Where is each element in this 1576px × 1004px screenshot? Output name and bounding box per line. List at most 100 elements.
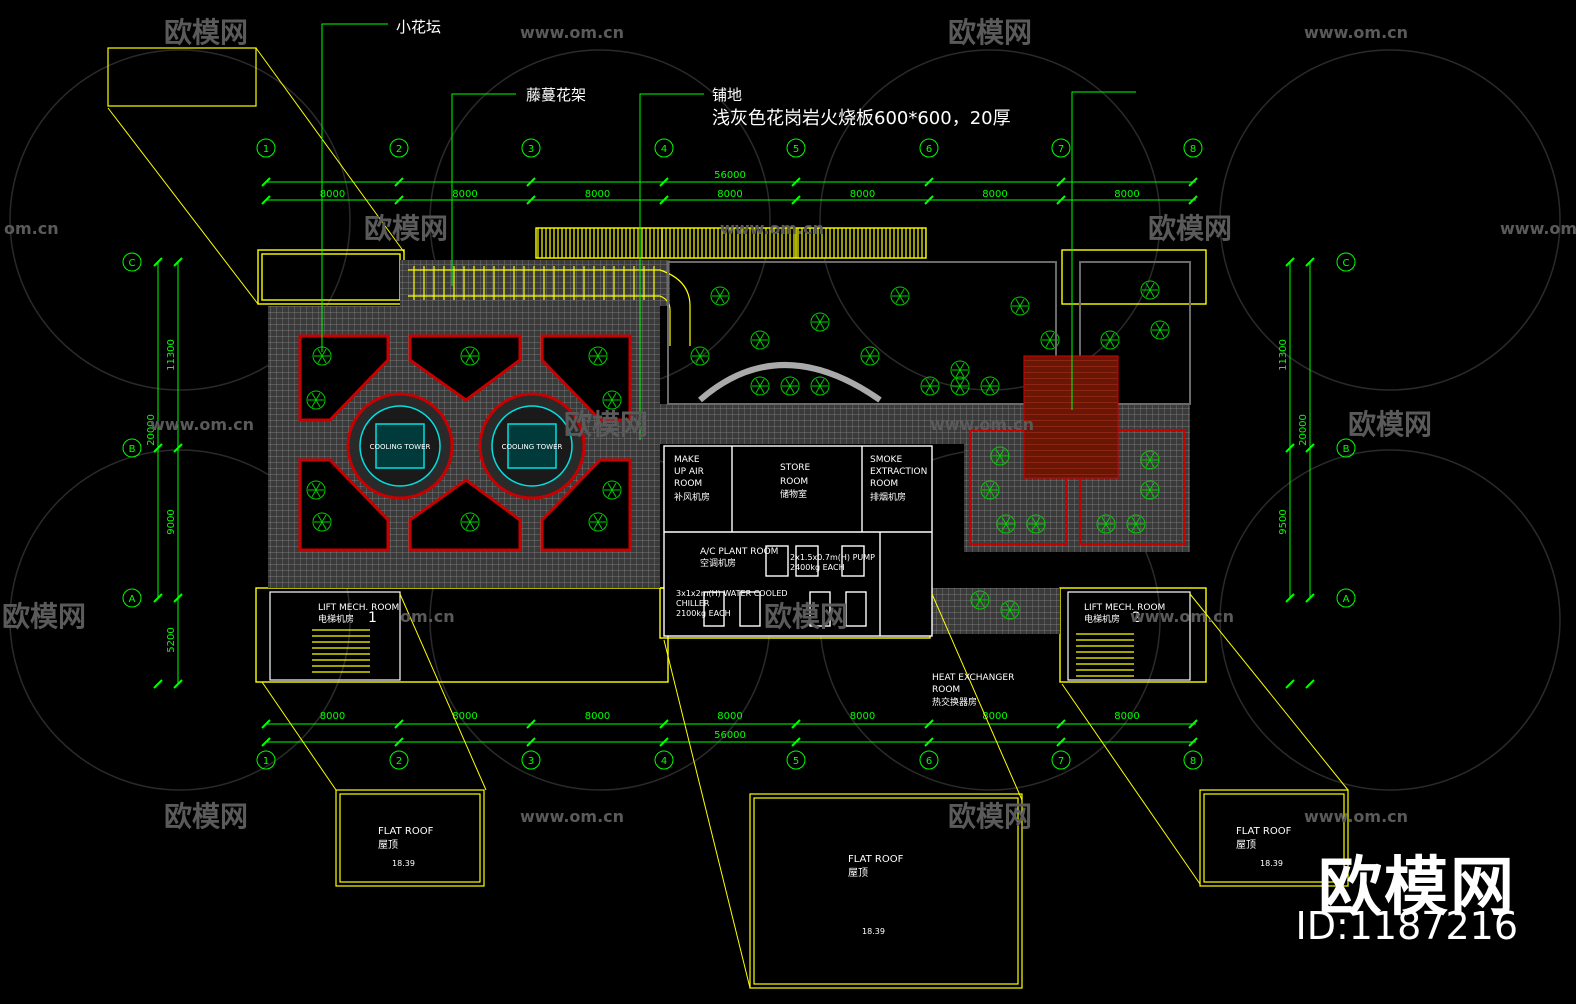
dimension-text: 8000 [982,711,1007,722]
grid-label: A [1343,594,1350,605]
grid-label: 6 [926,756,932,767]
dimension-text: 8000 [585,711,610,722]
grid-bubble-A: A [1336,588,1356,608]
roof-left-en: FLAT ROOF [378,826,434,837]
room-smoke-cn: 排烟机房 [870,491,906,503]
dimension-text: 8000 [717,711,742,722]
roof-right-cn: 屋顶 [1236,839,1256,851]
grid-label: 4 [661,756,667,767]
grid-bubble-B: B [122,438,142,458]
wm-url-6: www.om.cn [150,415,254,434]
wm-url-7: www.om.cn [930,415,1034,434]
lift-room-1: LIFT MECH. ROOM [318,603,399,613]
plant-symbol [312,512,332,532]
grid-label: 2 [396,144,402,155]
grid-label: 3 [528,144,534,155]
grid-bubble-8: 8 [1183,750,1203,770]
roof-mid-en: FLAT ROOF [848,854,904,865]
watermark-circles [9,49,1561,791]
plant-symbol [996,514,1016,534]
lift-room-2-num: 2 [1132,610,1141,626]
wm-brand-2: 欧模网 [948,16,1032,49]
wm-brand-1: 欧模网 [164,16,248,49]
wm-url-10: www.om.cn [520,807,624,826]
plant-symbol [306,480,326,500]
wm-url-11: www.om.cn [1304,807,1408,826]
dimension-text: 8000 [850,189,875,200]
room-ac-plant: A/C PLANT ROOM [700,547,778,557]
room-smoke-1: SMOKE [870,455,902,465]
plant-symbol [970,590,990,610]
dimension-text: 56000 [714,170,746,181]
grid-label: 1 [263,756,269,767]
plant-symbol [1140,480,1160,500]
paved-strip-bottom [930,588,1060,634]
plant-symbol [780,376,800,396]
dimension-text: 8000 [850,711,875,722]
dimension-lines [157,181,1311,743]
wm-brand-3: 欧模网 [364,212,448,245]
wm-url-5: www.om.cn [1500,219,1576,238]
roof-mid-level: 18.39 [862,927,885,936]
grid-label: 4 [661,144,667,155]
projection-lines [107,47,1349,989]
plant-symbol [1126,514,1146,534]
plant-symbol [920,376,940,396]
plant-symbol [810,312,830,332]
plant-symbol [460,512,480,532]
callout-flowerbed: 小花坛 [396,18,441,36]
dimension-text: 8000 [585,189,610,200]
room-labels: MAKE UP AIR ROOM 补风机房 STORE ROOM 储物室 SMO… [318,443,1165,708]
plant-rooms [663,445,933,637]
grid-bubble-6: 6 [919,750,939,770]
grid-bubble-3: 3 [521,750,541,770]
grid-label: C [129,258,136,269]
lift-room-2: LIFT MECH. ROOM [1084,603,1165,613]
dimension-text: 20000 [1298,414,1309,446]
grid-label: B [1343,444,1350,455]
room-make-up-air-3: ROOM [674,479,702,489]
dimension-text: 8000 [452,711,477,722]
grid-label: 7 [1058,756,1064,767]
wm-url-8: om.cn [400,607,455,626]
wm-brand-8: 欧模网 [764,600,848,633]
plant-symbol [1140,280,1160,300]
room-store-2: ROOM [780,477,808,487]
heat-exchanger-cn: 热交换器房 [932,696,977,708]
plant-symbol [890,286,910,306]
paved-strip-top [400,260,670,306]
grid-label: 2 [396,756,402,767]
grid-bubble-4: 4 [654,138,674,158]
dimension-text: 56000 [714,730,746,741]
roof-mid-cn: 屋顶 [848,867,868,879]
plant-symbol [980,376,1000,396]
grid-bubble-3: 3 [521,138,541,158]
wm-url-2: www.om.cn [1304,23,1408,42]
grid-bubble-2: 2 [389,138,409,158]
plant-symbol [602,390,622,410]
grid-label: B [129,444,136,455]
grid-label: 3 [528,756,534,767]
roof-right-en: FLAT ROOF [1236,826,1292,837]
timber-deck [1023,355,1119,479]
room-smoke-3: ROOM [870,479,898,489]
dimension-text: 20000 [146,414,157,446]
room-store-cn: 储物室 [780,488,807,500]
plant-symbol [1010,296,1030,316]
plant-symbol [1100,330,1120,350]
wm-brand-9: 欧模网 [164,800,248,833]
chiller-spec-3: 2100kg EACH [676,609,731,618]
grid-bubble-1: 1 [256,138,276,158]
planting-symbols [306,280,1170,620]
grid-label: A [129,594,136,605]
room-smoke-2: EXTRACTION [870,467,927,477]
chiller-spec-2: CHILLER [676,599,710,608]
plant-symbol [588,346,608,366]
heat-exchanger-1: HEAT EXCHANGER [932,673,1014,683]
grid-bubble-5: 5 [786,750,806,770]
room-make-up-air-2: UP AIR [674,467,704,477]
plant-symbol [810,376,830,396]
watermark-id: ID:1187216 [1295,904,1518,948]
grid-bubble-1: 1 [256,750,276,770]
